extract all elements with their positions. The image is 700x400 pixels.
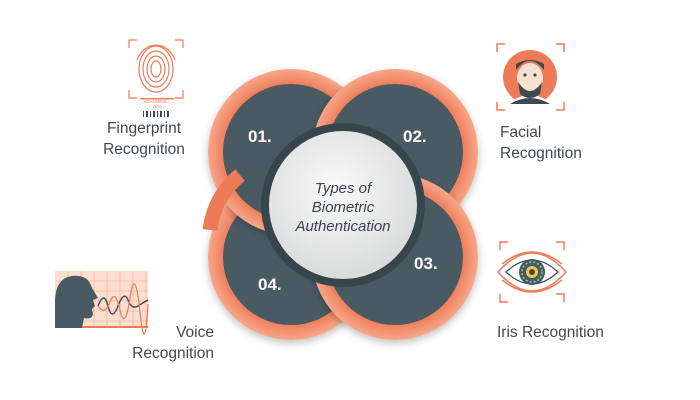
petal-number-01: 01. <box>248 127 272 146</box>
label-facial-recognition: Facial Recognition <box>500 122 582 164</box>
face-scan-icon <box>496 43 565 111</box>
label-facial-line-2: Recognition <box>500 145 582 162</box>
center-title-line-1: Types of <box>315 180 373 197</box>
petal-04-overlap-arc <box>202 169 245 232</box>
label-facial-line-1: Facial <box>500 124 542 141</box>
scanner-percent-text: 76% <box>152 104 161 109</box>
label-fingerprint-recognition: Fingerprint Recognition <box>92 118 196 160</box>
center-title-line-2: Biometric <box>312 199 375 216</box>
petal-number-02: 02. <box>403 127 427 146</box>
petal-number-03: 03. <box>414 254 438 273</box>
label-fingerprint-line-1: Fingerprint <box>106 120 182 137</box>
label-voice-recognition: Voice Recognition <box>116 322 214 364</box>
label-voice-line-1: Voice <box>176 324 214 341</box>
voice-wave-icon <box>55 271 149 335</box>
petal-number-04: 04. <box>258 275 282 294</box>
label-iris-line-1: Iris Recognition <box>497 324 604 341</box>
center-disc <box>261 123 425 287</box>
fingerprint-icon: SCANNING... 76% <box>128 39 184 117</box>
label-fingerprint-line-2: Recognition <box>103 141 185 158</box>
scanner-status-text: SCANNING... <box>143 99 171 104</box>
iris-eye-icon <box>497 241 567 303</box>
center-title-line-3: Authentication <box>294 218 390 235</box>
label-iris-recognition: Iris Recognition <box>497 322 604 343</box>
label-voice-line-2: Recognition <box>132 345 214 362</box>
